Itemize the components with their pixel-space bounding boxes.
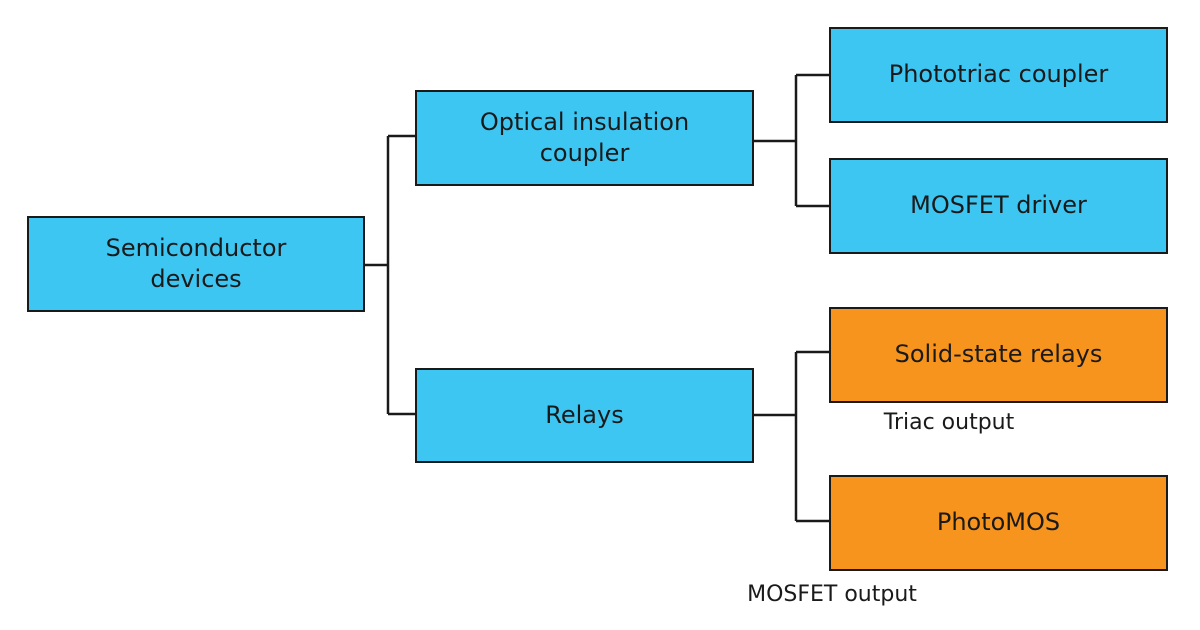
node-mosfet-driver-label: MOSFET driver [910, 191, 1087, 220]
node-phototriac-label: Phototriac coupler [888, 60, 1109, 89]
node-optical-insulation-coupler: Optical insulation coupler [415, 90, 754, 186]
node-solid-state-relays: Solid-state relays [829, 307, 1168, 403]
node-optical-label-1: Optical insulation [479, 107, 690, 136]
node-semiconductor-devices-label-2: devices [150, 265, 242, 293]
node-mosfet-driver: MOSFET driver [829, 158, 1168, 254]
connector-relays [753, 350, 829, 523]
node-photomos: PhotoMOS [829, 475, 1168, 571]
caption-triac-output: Triac output [883, 410, 1015, 435]
connector-root [365, 134, 415, 416]
node-semiconductor-devices-label-1: Semiconductor [105, 233, 287, 262]
node-optical-label-2: coupler [539, 139, 630, 167]
node-ssr-label: Solid-state relays [894, 340, 1103, 369]
node-relays-label: Relays [545, 400, 624, 429]
caption-mosfet-output: MOSFET output [747, 582, 917, 607]
node-semiconductor-devices: Semiconductor devices [27, 216, 365, 312]
node-phototriac-coupler: Phototriac coupler [829, 27, 1168, 123]
node-relays: Relays [415, 368, 754, 463]
node-photomos-label: PhotoMOS [936, 508, 1061, 537]
connector-optical [753, 73, 829, 208]
